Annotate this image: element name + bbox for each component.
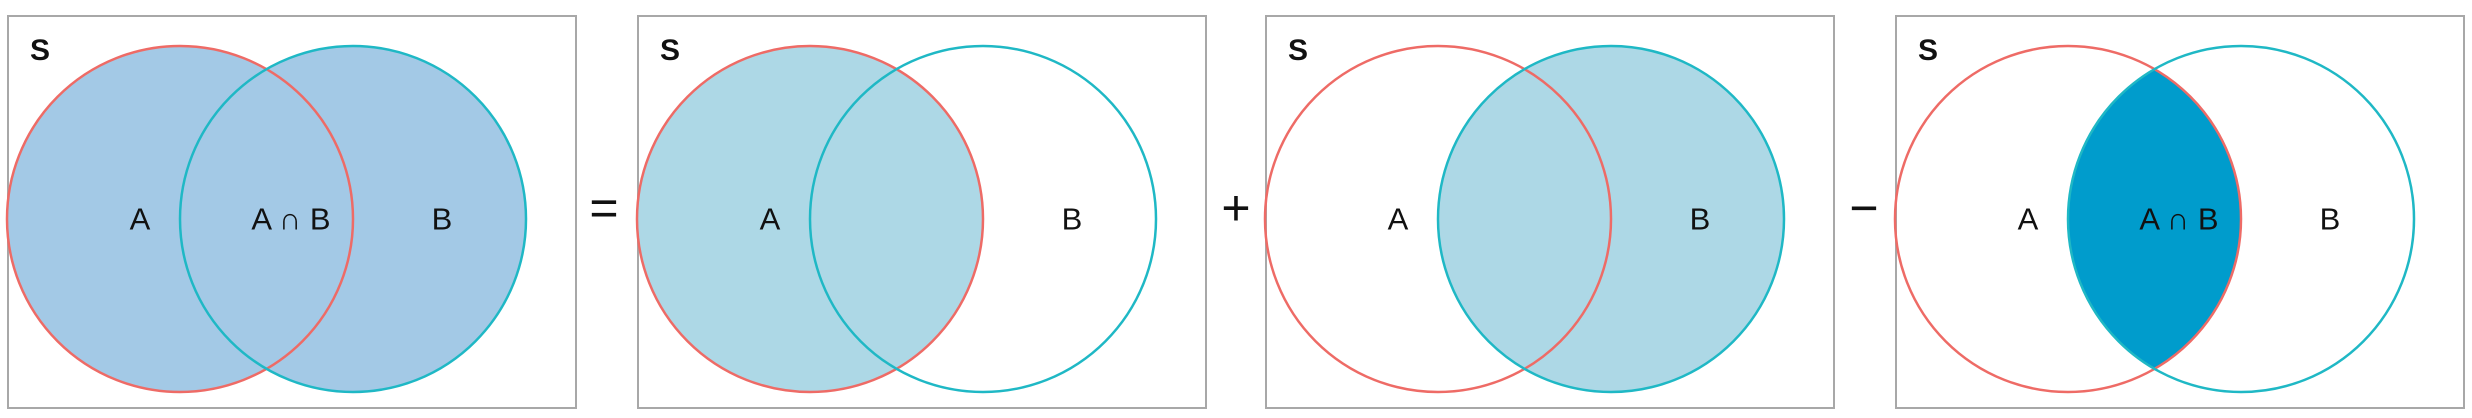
equals-sign: = [589,180,618,236]
venn-panel-2: S A B [635,15,1207,409]
intersection-label: A ∩ B [2139,202,2218,237]
venn-panel-1: S A A ∩ B B [5,15,577,409]
set-a-label: A [760,202,781,237]
circle-b [2066,44,2416,394]
venn-panel-4: S A A ∩ B B [1893,15,2465,409]
venn-panel-3: S A B [1263,15,1835,409]
circle-a [1263,44,1613,394]
minus-sign: − [1849,180,1878,236]
set-b-label: B [1062,202,1083,237]
circle-b [808,44,1158,394]
intersection-label: A ∩ B [251,202,330,237]
set-a-label: A [1388,202,1409,237]
universe-label: S [660,34,680,67]
circle-a [1893,44,2243,394]
plus-sign: + [1221,180,1250,236]
circle-b [178,44,528,394]
universe-label: S [1918,34,1938,67]
circle-a [635,44,985,394]
set-b-label: B [432,202,453,237]
set-b-label: B [2320,202,2341,237]
set-b-label: B [1690,202,1711,237]
universe-label: S [30,34,50,67]
universe-label: S [1288,34,1308,67]
circle-b [1436,44,1786,394]
region-intersection-shaded [2068,46,2241,392]
set-a-label: A [130,202,151,237]
circle-a [5,44,355,394]
set-a-label: A [2018,202,2039,237]
